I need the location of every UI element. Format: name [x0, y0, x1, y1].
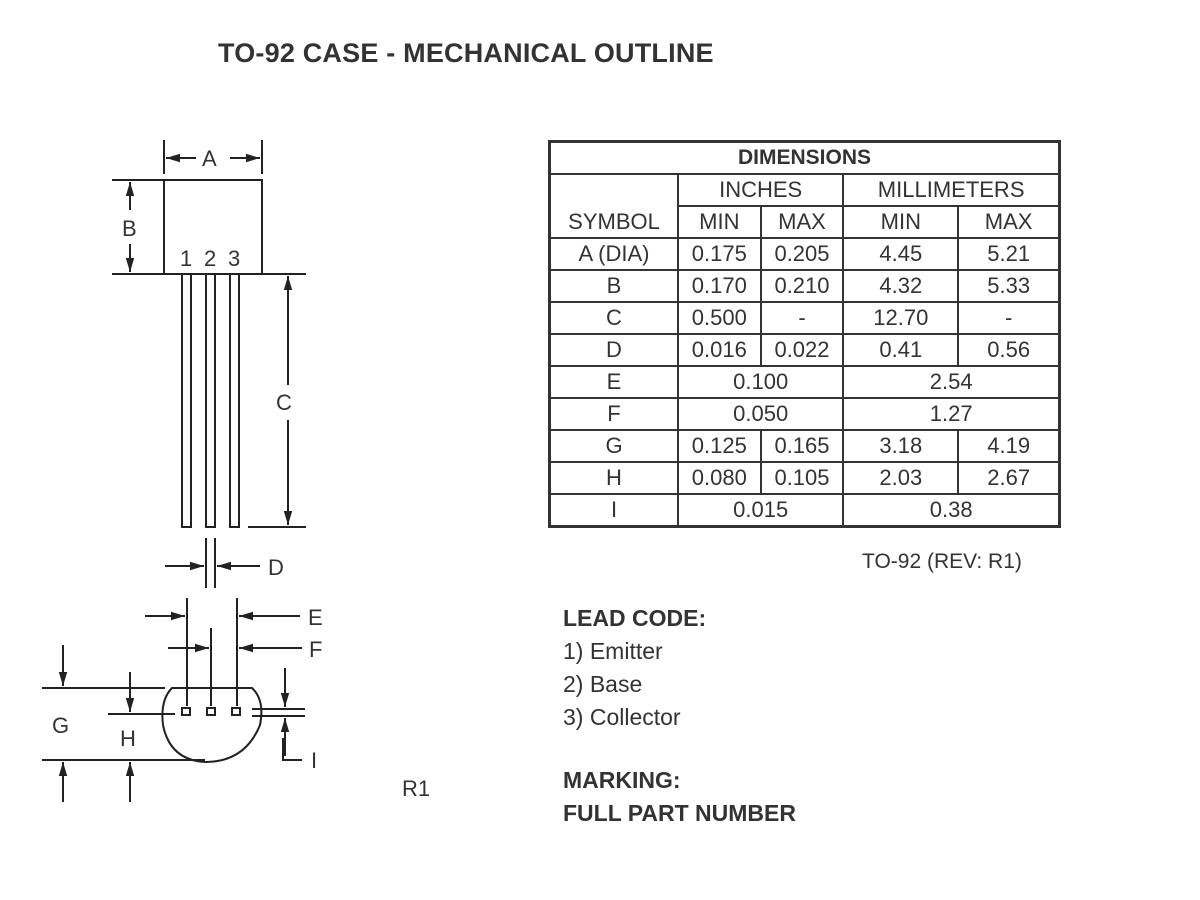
cell-in-min: 0.125 — [677, 429, 762, 463]
lead-1 — [181, 273, 192, 528]
dim-label-a: A — [202, 146, 217, 171]
cell-mm-min: 3.18 — [842, 429, 960, 463]
dim-label-g: G — [52, 713, 69, 738]
cell-mm: 1.27 — [842, 397, 1061, 431]
pin-label-3: 3 — [228, 246, 240, 271]
cell-symbol: B — [548, 269, 679, 303]
cell-mm-max: 5.21 — [957, 237, 1061, 271]
cell-symbol: E — [548, 365, 679, 399]
page-title: TO-92 CASE - MECHANICAL OUTLINE — [218, 38, 714, 68]
col-header-in-min: MIN — [677, 205, 762, 239]
side-view — [112, 140, 306, 588]
revision-label: R1 — [402, 776, 431, 801]
cell-mm-min: 4.32 — [842, 269, 960, 303]
cell-in-min: 0.080 — [677, 461, 762, 495]
inches-header: INCHES — [676, 173, 845, 207]
pin-label-2: 2 — [204, 246, 216, 271]
pad-2 — [206, 707, 216, 716]
cell-mm-min: 4.45 — [842, 237, 960, 271]
cell-mm-max: 5.33 — [957, 269, 1061, 303]
cell-symbol: H — [548, 461, 679, 495]
lead-code-item: 2) Base — [563, 671, 643, 697]
cell-in-max: 0.210 — [759, 269, 845, 303]
cell-mm-max: 2.67 — [957, 461, 1061, 495]
lead-code-item: 1) Emitter — [563, 638, 663, 664]
dim-label-e: E — [308, 605, 323, 630]
cell-symbol: I — [548, 493, 679, 528]
cell-mm: 0.38 — [842, 493, 1061, 528]
cell-symbol: A (DIA) — [548, 237, 679, 271]
cell-inches: 0.015 — [676, 493, 845, 528]
pin-label-1: 1 — [180, 246, 192, 271]
table-revision: TO-92 (REV: R1) — [862, 550, 1022, 573]
cell-in-min: 0.170 — [677, 269, 762, 303]
symbol-header: SYMBOL — [548, 173, 679, 239]
cell-mm-max: 0.56 — [957, 333, 1061, 367]
col-header-mm-min: MIN — [842, 205, 960, 239]
cell-symbol: G — [548, 429, 679, 463]
marking-heading: MARKING: — [563, 767, 681, 793]
cell-in-min: 0.175 — [677, 237, 762, 271]
mm-header: MILLIMETERS — [842, 173, 1061, 207]
lead-2 — [205, 273, 216, 528]
cell-symbol: D — [548, 333, 679, 367]
dim-label-c: C — [276, 390, 292, 415]
cell-in-min: 0.016 — [677, 333, 762, 367]
cell-symbol: C — [548, 301, 679, 335]
cell-in-min: 0.500 — [677, 301, 762, 335]
col-header-in-max: MAX — [759, 205, 845, 239]
marking-value: FULL PART NUMBER — [563, 800, 796, 826]
cell-mm-max: - — [957, 301, 1061, 335]
cell-in-max: 0.105 — [759, 461, 845, 495]
dim-label-h: H — [120, 726, 136, 751]
marking: MARKING: FULL PART NUMBER — [563, 764, 796, 830]
cell-mm-max: 4.19 — [957, 429, 1061, 463]
cell-inches: 0.100 — [676, 365, 845, 399]
cell-in-max: 0.165 — [759, 429, 845, 463]
cell-mm: 2.54 — [842, 365, 1061, 399]
dimensions-table: DIMENSIONS SYMBOL INCHES MILLIMETERS MIN… — [548, 140, 1061, 528]
cell-in-max: - — [759, 301, 845, 335]
cell-inches: 0.050 — [676, 397, 845, 431]
lead-code-item: 3) Collector — [563, 704, 681, 730]
dim-label-f: F — [309, 637, 322, 662]
pad-3 — [231, 707, 241, 716]
cell-in-max: 0.022 — [759, 333, 845, 367]
lead-code: LEAD CODE: 1) Emitter 2) Base 3) Collect… — [563, 602, 706, 734]
lead-code-heading: LEAD CODE: — [563, 605, 707, 631]
dim-label-i: I — [311, 748, 317, 773]
col-header-mm-max: MAX — [957, 205, 1061, 239]
cell-in-max: 0.205 — [759, 237, 845, 271]
lead-3 — [229, 273, 240, 528]
dim-label-d: D — [268, 555, 284, 580]
bottom-view — [42, 598, 305, 802]
cell-mm-min: 2.03 — [842, 461, 960, 495]
cell-symbol: F — [548, 397, 679, 431]
pad-1 — [181, 707, 191, 716]
cell-mm-min: 0.41 — [842, 333, 960, 367]
table-title: DIMENSIONS — [548, 140, 1061, 175]
dim-label-b: B — [122, 216, 137, 241]
cell-mm-min: 12.70 — [842, 301, 960, 335]
